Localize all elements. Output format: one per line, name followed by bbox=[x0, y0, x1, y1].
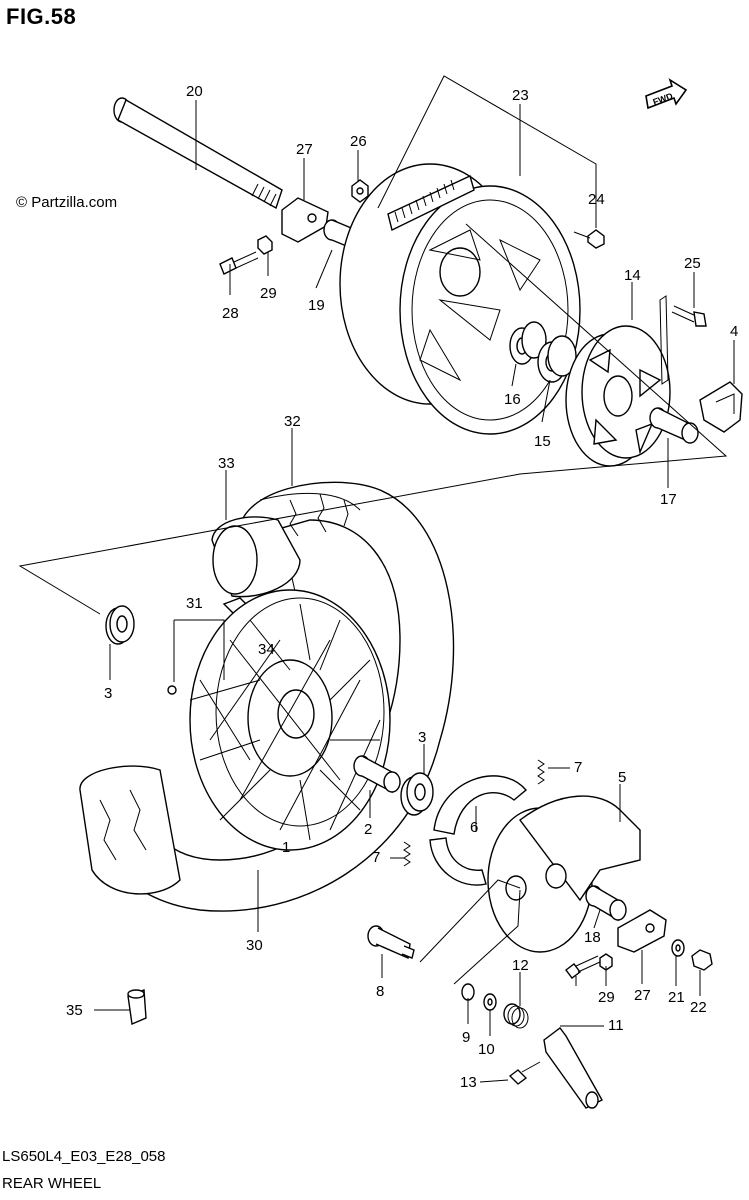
spring-part-7-lower bbox=[403, 841, 411, 867]
callout-3-left: 3 bbox=[104, 685, 112, 702]
callout-labels: 20 27 26 23 24 28 29 19 25 14 4 16 15 17… bbox=[66, 83, 738, 1091]
callout-24: 24 bbox=[588, 191, 605, 208]
callout-29: 29 bbox=[260, 285, 277, 302]
callout-28: 28 bbox=[222, 305, 239, 322]
spring-part-7-upper bbox=[537, 759, 545, 785]
axle-part-20 bbox=[113, 97, 283, 210]
bearing-part-16 bbox=[509, 321, 547, 365]
o-ring-part-9 bbox=[461, 983, 475, 1001]
spring-part-12 bbox=[503, 1003, 529, 1029]
callout-3-right: 3 bbox=[418, 729, 426, 746]
callout-16: 16 bbox=[504, 391, 521, 408]
cam-shaft-part-8 bbox=[367, 925, 415, 960]
spacer-part-18 bbox=[585, 885, 627, 922]
model-code: LS650L4_E03_E28_058 bbox=[2, 1148, 166, 1165]
valve-cap-part-35 bbox=[127, 989, 147, 1026]
callout-10: 10 bbox=[478, 1041, 495, 1058]
bolt-part-28-lower bbox=[565, 955, 601, 979]
chain-adjuster-part-27 bbox=[281, 197, 329, 243]
callout-7-upper: 7 bbox=[574, 759, 582, 776]
bearing-part-3-right bbox=[400, 772, 434, 816]
damper-part-4 bbox=[699, 381, 743, 433]
bolt-part-24 bbox=[573, 229, 605, 249]
spacer-part-2 bbox=[353, 755, 401, 794]
callout-2: 2 bbox=[364, 821, 372, 838]
spoke-nipple-part-31 bbox=[167, 685, 177, 695]
callout-18: 18 bbox=[584, 929, 601, 946]
callout-1: 1 bbox=[282, 839, 290, 856]
figure-title: FIG.58 bbox=[6, 4, 77, 29]
brake-arm-part-11 bbox=[543, 1027, 603, 1109]
callout-30: 30 bbox=[246, 937, 263, 954]
leader-lines bbox=[18, 75, 735, 1083]
callout-22: 22 bbox=[690, 999, 707, 1016]
forward-arrow-icon: FWD bbox=[645, 78, 688, 110]
callout-4: 4 bbox=[730, 323, 738, 340]
collar-part-17 bbox=[649, 407, 699, 444]
washer-part-21 bbox=[671, 939, 685, 957]
callout-33: 33 bbox=[218, 455, 235, 472]
tire-part-30 bbox=[79, 765, 181, 895]
nut-part-26 bbox=[351, 179, 369, 203]
callout-32: 32 bbox=[284, 413, 301, 430]
callout-13: 13 bbox=[460, 1074, 477, 1091]
copyright-text: © Partzilla.com bbox=[16, 194, 118, 211]
bearing-part-3-left bbox=[105, 605, 135, 645]
wheel-assembly-part-1 bbox=[189, 589, 391, 851]
bolt-part-25 bbox=[671, 305, 707, 327]
callout-12: 12 bbox=[512, 957, 529, 974]
nut-part-29-upper bbox=[257, 235, 273, 255]
chain-adjuster-part-27-lower bbox=[617, 909, 667, 953]
bolt-part-13 bbox=[508, 1061, 541, 1085]
nut-part-22 bbox=[691, 949, 713, 971]
callout-25: 25 bbox=[684, 255, 701, 272]
callout-31: 31 bbox=[186, 595, 203, 612]
callout-27: 27 bbox=[296, 141, 313, 158]
damper-carrier-part-14 bbox=[565, 295, 671, 467]
callout-21: 21 bbox=[668, 989, 685, 1006]
callout-17: 17 bbox=[660, 491, 677, 508]
callout-23: 23 bbox=[512, 87, 529, 104]
callout-5: 5 bbox=[618, 769, 626, 786]
callout-27-lower: 27 bbox=[634, 987, 651, 1004]
bearing-part-15 bbox=[537, 335, 577, 383]
sprocket-drum-part-23 bbox=[339, 163, 581, 435]
callout-35: 35 bbox=[66, 1002, 83, 1019]
callout-14: 14 bbox=[624, 267, 641, 284]
diagram-caption: REAR WHEEL bbox=[2, 1175, 102, 1192]
callout-15: 15 bbox=[534, 433, 551, 450]
callout-29-lower: 29 bbox=[598, 989, 615, 1006]
brake-panel-part-5 bbox=[487, 795, 641, 953]
callout-6: 6 bbox=[470, 819, 478, 836]
callout-26: 26 bbox=[350, 133, 367, 150]
callout-20: 20 bbox=[186, 83, 203, 100]
nut-part-29-lower bbox=[599, 953, 613, 971]
brake-shoe-part-6 bbox=[429, 775, 527, 886]
callout-34: 34 bbox=[258, 641, 275, 658]
callout-19: 19 bbox=[308, 297, 325, 314]
washer-part-10 bbox=[483, 993, 497, 1011]
tube-part-33 bbox=[211, 516, 301, 598]
bolt-part-28-upper bbox=[219, 251, 259, 275]
callout-11: 11 bbox=[608, 1017, 624, 1034]
callout-7-lower: 7 bbox=[372, 849, 380, 866]
callout-8: 8 bbox=[376, 983, 384, 1000]
callout-9: 9 bbox=[462, 1029, 470, 1046]
